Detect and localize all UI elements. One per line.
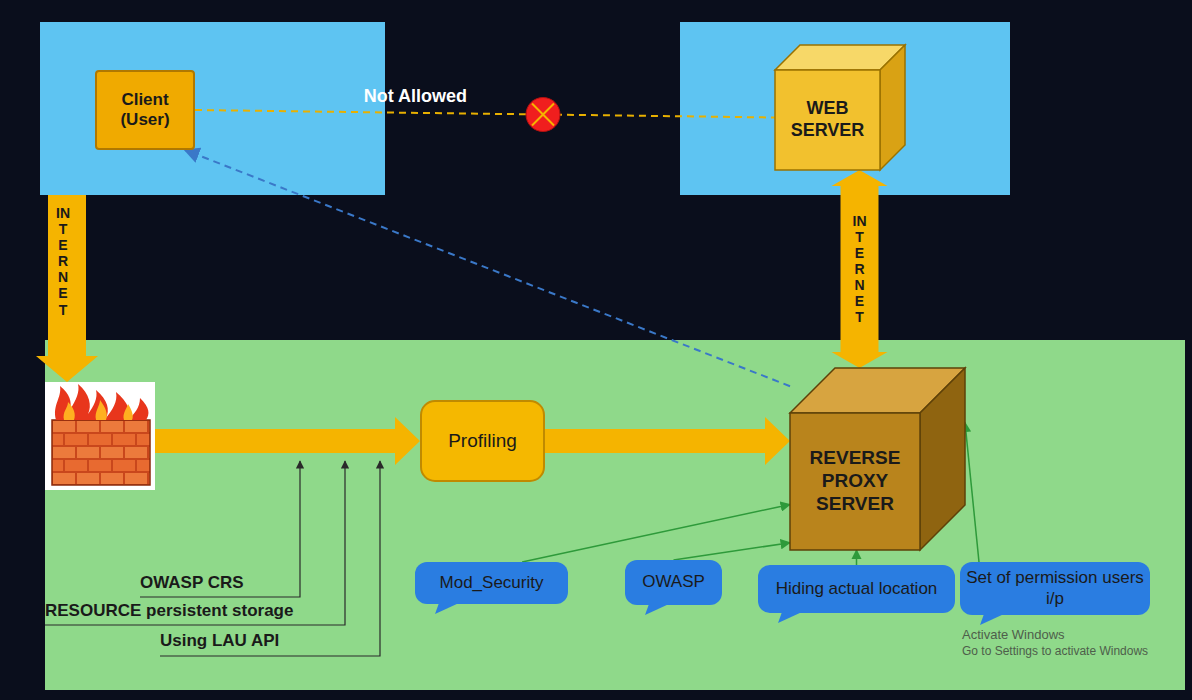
callout-bubble: Set of permission users i/p (960, 562, 1150, 625)
firewall-icon (45, 382, 155, 490)
note-label: RESOURCE persistent storage (45, 601, 293, 621)
edge-label: Not Allowed (364, 86, 467, 107)
node-text: WEB SERVER (781, 98, 874, 141)
flow-arrow (155, 417, 420, 465)
internet-arrow (36, 195, 98, 382)
node-text: Set of permission users i/p (966, 568, 1144, 609)
connector-line (195, 110, 775, 118)
network-panel (45, 340, 1185, 690)
note-label: Using LAU API (160, 631, 279, 651)
leader-line (160, 461, 380, 656)
watermark-text: Activate Windows (962, 627, 1065, 642)
server-panel (680, 22, 1010, 195)
connector-line (856, 550, 858, 565)
text-wrap: REVERSE PROXY SERVER (796, 447, 914, 515)
text-wrap: WEB SERVER (781, 98, 874, 141)
node-text: REVERSE PROXY SERVER (796, 447, 914, 515)
leader-line (45, 461, 345, 625)
connector-line (674, 543, 791, 560)
callout-bubble: Hiding actual location (758, 565, 955, 623)
proxy-cube: REVERSE PROXY SERVER (790, 368, 965, 550)
note-label: OWASP CRS (140, 573, 244, 593)
text-wrap: Profiling (448, 430, 517, 453)
edge-label: INTERNET (853, 213, 867, 326)
text-wrap: Set of permission users i/p (966, 568, 1144, 609)
text-wrap: Hiding actual location (776, 579, 938, 599)
process-box: Profiling (420, 400, 545, 482)
node-face: Client (User) (95, 70, 195, 150)
connector-line (185, 150, 790, 386)
connector-line (522, 505, 790, 563)
node-text: OWASP (642, 572, 705, 592)
blocked-symbol (526, 98, 560, 132)
node-face: REVERSE PROXY SERVER (790, 413, 920, 550)
node-text: Client (User) (101, 90, 189, 131)
node-face: WEB SERVER (775, 70, 880, 170)
node-face: Mod_Security (415, 562, 568, 604)
node-text: Hiding actual location (776, 579, 938, 599)
callout-bubble: OWASP (625, 560, 722, 615)
flow-arrow (545, 417, 790, 465)
node-text: Mod_Security (440, 573, 544, 593)
watermark-text: Go to Settings to activate Windows (962, 644, 1148, 658)
text-wrap: OWASP (642, 572, 705, 592)
server-cube: WEB SERVER (775, 45, 905, 170)
leader-line (140, 461, 300, 597)
callout-bubble: Mod_Security (415, 562, 568, 614)
node-face: Profiling (420, 400, 545, 482)
flow-arrow (832, 170, 888, 368)
text-wrap: Mod_Security (440, 573, 544, 593)
text-wrap: Client (User) (101, 90, 189, 131)
client-panel (40, 22, 385, 195)
node-face: OWASP (625, 560, 722, 605)
vertical-label: INTERNET (56, 205, 70, 318)
node-text: Profiling (448, 430, 517, 453)
client-box: Client (User) (95, 70, 195, 150)
node-face: Set of permission users i/p (960, 562, 1150, 615)
connector-line (965, 423, 979, 562)
node-face: Hiding actual location (758, 565, 955, 613)
